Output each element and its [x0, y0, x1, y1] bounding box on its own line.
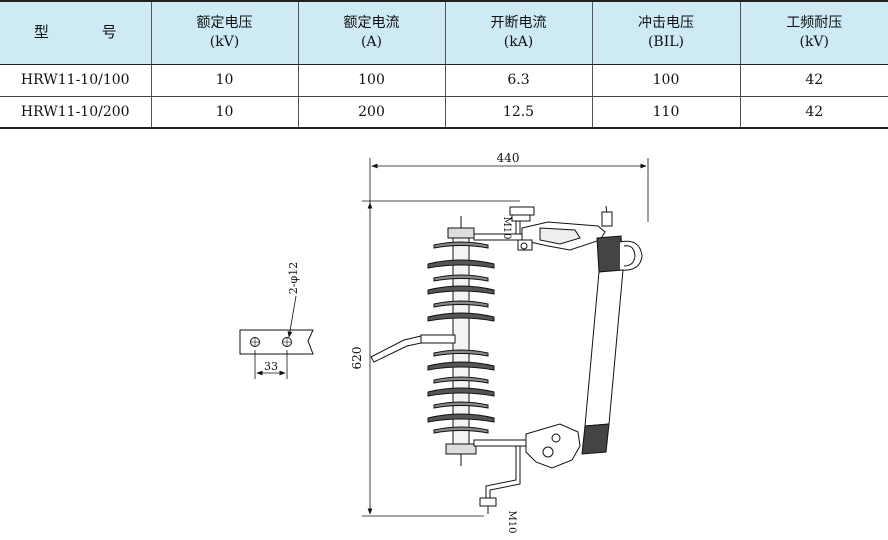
cell-withstand-voltage: 42	[739, 64, 888, 97]
cell-impulse-voltage: 100	[591, 64, 740, 97]
dimension-width	[369, 158, 649, 222]
cell-model: HRW11-10/200	[0, 96, 151, 129]
bottom-contact	[473, 423, 581, 514]
fuse-tube	[581, 205, 643, 455]
dimension-height	[362, 200, 520, 517]
header-breaking-current: 开断电流(kA)	[444, 0, 592, 65]
header-model: 型 号	[0, 0, 151, 65]
table-header-row: 型 号 额定电压(kV) 额定电流(A) 开断电流(kA) 冲击电压(BIL) …	[0, 0, 888, 65]
insulator	[427, 216, 495, 466]
dimension-hole-spacing-label: 33	[264, 360, 278, 373]
header-power-frequency-withstand: 工频耐压(kV)	[739, 0, 888, 65]
table-row: HRW11-10/100 10 100 6.3 100 42	[0, 64, 888, 97]
header-rated-voltage: 额定电压(kV)	[150, 0, 298, 65]
mounting-bracket	[370, 334, 456, 363]
cell-impulse-voltage: 110	[591, 96, 740, 129]
dimension-hole-spacing	[254, 350, 288, 379]
spec-table: 型 号 额定电压(kV) 额定电流(A) 开断电流(kA) 冲击电压(BIL) …	[0, 0, 888, 129]
cell-rated-voltage: 10	[150, 64, 298, 97]
dimension-height-label: 620	[350, 347, 364, 370]
cell-breaking-current: 12.5	[444, 96, 592, 129]
cell-model: HRW11-10/100	[0, 64, 151, 97]
header-impulse-voltage: 冲击电压(BIL)	[591, 0, 740, 65]
hole-leader	[287, 295, 297, 338]
hole-label: 2-φ12	[287, 262, 300, 294]
cell-withstand-voltage: 42	[739, 96, 888, 129]
top-contact	[473, 206, 606, 251]
dimension-width-label: 440	[497, 151, 520, 165]
bolt-label-bottom: M10	[506, 511, 517, 534]
table-row: HRW11-10/200 10 200 12.5 110 42	[0, 96, 888, 129]
header-rated-current: 额定电流(A)	[297, 0, 445, 65]
bolt-label-top: M10	[501, 217, 512, 240]
cell-breaking-current: 6.3	[444, 64, 592, 97]
cell-rated-current: 200	[297, 96, 445, 129]
cell-rated-current: 100	[297, 64, 445, 97]
cell-rated-voltage: 10	[150, 96, 298, 129]
mounting-plate	[239, 329, 314, 355]
